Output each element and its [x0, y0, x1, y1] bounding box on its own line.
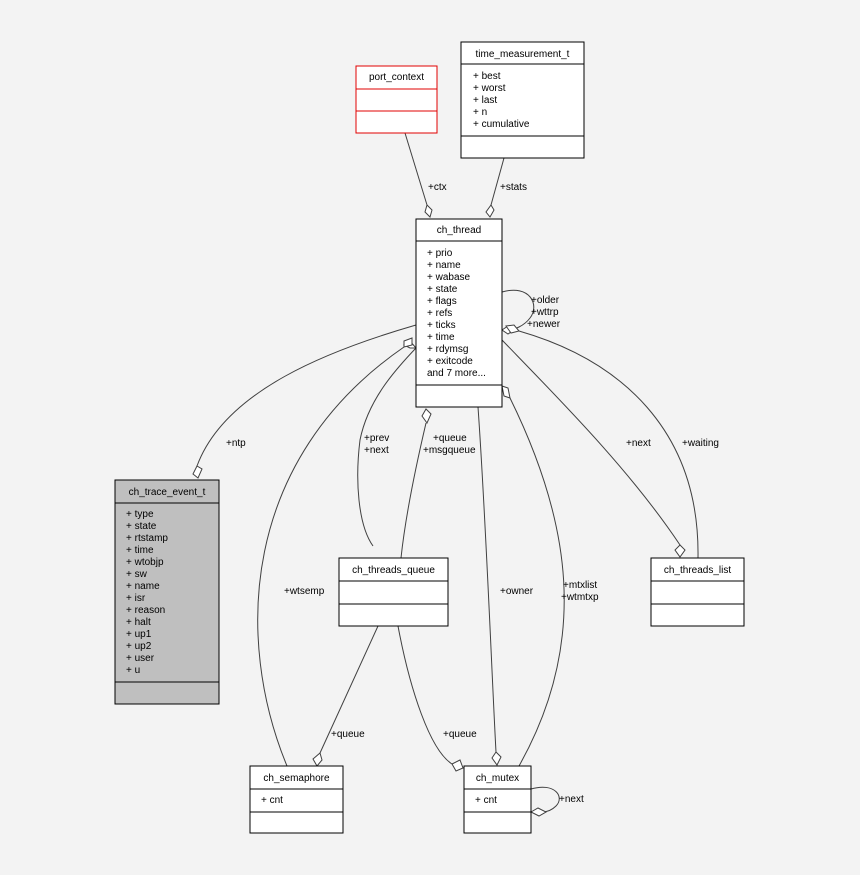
- diamond-sem-queue: [312, 752, 323, 767]
- member: + wtobjp: [126, 557, 164, 568]
- member: + worst: [473, 83, 506, 94]
- member: + cnt: [475, 795, 497, 806]
- edge-queue-msgqueue: [400, 422, 427, 559]
- diamond-stats: [485, 204, 495, 218]
- label-wtmtxp: +wtmtxp: [561, 592, 599, 603]
- diamond-ntp: [192, 465, 203, 479]
- label-wtsemp: +wtsemp: [284, 586, 325, 597]
- edge-ntp: [196, 324, 417, 467]
- member: + u: [126, 665, 140, 676]
- diamond-owner: [491, 751, 502, 766]
- label-waiting: +waiting: [682, 438, 719, 449]
- label-owner: +owner: [500, 586, 534, 597]
- diamond-queue-msgqueue: [421, 408, 432, 425]
- label-prev-next: +next: [364, 445, 389, 456]
- member: + best: [473, 71, 501, 82]
- diamond-waiting: [505, 324, 520, 334]
- class-title: ch_trace_event_t: [129, 487, 206, 498]
- member: + refs: [427, 308, 452, 319]
- label-mutex-queue: +queue: [443, 729, 477, 740]
- label-newer: +newer: [527, 319, 561, 330]
- class-title: port_context: [369, 72, 424, 83]
- member: + up2: [126, 641, 152, 652]
- edge-sem-queue: [319, 625, 379, 754]
- class-ch-thread: ch_thread + prio + name + wabase + state…: [415, 218, 503, 408]
- class-time-measurement: time_measurement_t + best + worst + last…: [460, 41, 585, 159]
- diamond-ctx: [424, 204, 433, 218]
- label-ntp: +ntp: [226, 438, 246, 449]
- edge-ctx: [404, 132, 428, 206]
- diamond-list-next: [674, 544, 686, 558]
- label-ctx: +ctx: [428, 182, 447, 193]
- diamond-mutex-queue: [451, 759, 464, 772]
- edge-mtxlist: [509, 397, 565, 767]
- class-ch-threads-list: ch_threads_list: [650, 557, 745, 627]
- member: + rtstamp: [126, 533, 168, 544]
- member: + name: [427, 260, 461, 271]
- edge-mutex-next: [530, 786, 560, 813]
- edge-wtsemp: [257, 346, 405, 767]
- member: + wabase: [427, 272, 471, 283]
- label-mutex-next: +next: [559, 794, 584, 805]
- member: + type: [126, 509, 154, 520]
- member: + exitcode: [427, 356, 473, 367]
- class-ch-trace-event: ch_trace_event_t + type + state + rtstam…: [114, 479, 220, 705]
- member: + isr: [126, 593, 146, 604]
- class-ch-semaphore: ch_semaphore + cnt: [249, 765, 344, 834]
- edge-waiting: [518, 330, 699, 559]
- class-ch-mutex: ch_mutex + cnt: [463, 765, 532, 834]
- label-queue: +queue: [433, 433, 467, 444]
- member: + ticks: [427, 320, 456, 331]
- edge-labels: +ctx +stats +older +wttrp +newer +ntp +p…: [226, 182, 719, 805]
- member: + cnt: [261, 795, 283, 806]
- diamond-wtsemp: [403, 337, 413, 348]
- class-title: ch_threads_queue: [352, 565, 435, 576]
- member: + state: [427, 284, 458, 295]
- edge-owner: [477, 406, 497, 753]
- member: + up1: [126, 629, 152, 640]
- edge-stats: [490, 157, 505, 206]
- label-msgqueue: +msgqueue: [423, 445, 476, 456]
- member: + last: [473, 95, 497, 106]
- edge-list-next: [501, 339, 681, 546]
- member: + cumulative: [473, 119, 530, 130]
- member: + flags: [427, 296, 457, 307]
- member: and 7 more...: [427, 368, 486, 379]
- member: + sw: [126, 569, 148, 580]
- class-title: ch_threads_list: [664, 565, 731, 576]
- class-title: ch_thread: [437, 225, 481, 236]
- member: + time: [126, 545, 154, 556]
- label-stats: +stats: [500, 182, 527, 193]
- class-title: ch_mutex: [476, 773, 519, 784]
- member: + n: [473, 107, 487, 118]
- diamonds: [192, 204, 686, 817]
- member: + user: [126, 653, 155, 664]
- class-title: time_measurement_t: [476, 49, 570, 60]
- class-ch-threads-queue: ch_threads_queue: [338, 557, 449, 627]
- label-older: +older: [531, 295, 560, 306]
- member: + time: [427, 332, 455, 343]
- class-port-context: port_context: [355, 65, 438, 134]
- member: + prio: [427, 248, 453, 259]
- label-list-next: +next: [626, 438, 651, 449]
- label-wttrp: +wttrp: [531, 307, 559, 318]
- diamond-mtxlist: [501, 385, 511, 399]
- member: + reason: [126, 605, 165, 616]
- class-title: ch_semaphore: [263, 773, 330, 784]
- member: + halt: [126, 617, 151, 628]
- member: + state: [126, 521, 157, 532]
- label-mtxlist: +mtxlist: [563, 580, 597, 591]
- member: + rdymsg: [427, 344, 468, 355]
- edge-prev-next: [357, 347, 417, 547]
- label-sem-queue: +queue: [331, 729, 365, 740]
- member: + name: [126, 581, 160, 592]
- edge-mutex-queue: [397, 625, 453, 765]
- diamond-mutex-next: [529, 807, 548, 817]
- label-prev: +prev: [364, 433, 389, 444]
